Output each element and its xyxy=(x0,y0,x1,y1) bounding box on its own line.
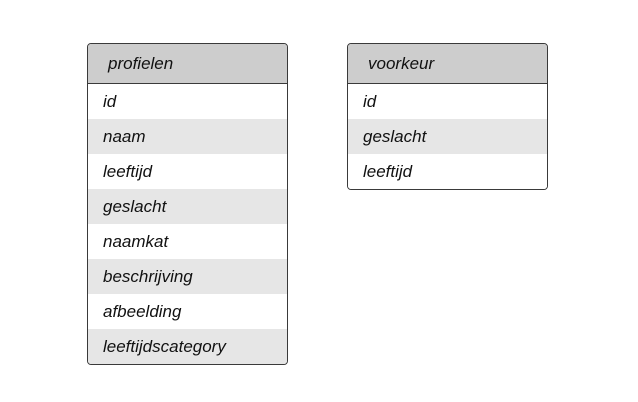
field-row: leeftijd xyxy=(88,154,287,189)
field-row: beschrijving xyxy=(88,259,287,294)
field-row: naamkat xyxy=(88,224,287,259)
field-list: id naam leeftijd geslacht naamkat beschr… xyxy=(88,84,287,364)
table-title: profielen xyxy=(88,44,287,84)
field-row: id xyxy=(88,84,287,119)
field-row: naam xyxy=(88,119,287,154)
field-row: afbeelding xyxy=(88,294,287,329)
table-title: voorkeur xyxy=(348,44,547,84)
table-voorkeur: voorkeur id geslacht leeftijd xyxy=(347,43,548,190)
field-row: geslacht xyxy=(88,189,287,224)
table-profielen: profielen id naam leeftijd geslacht naam… xyxy=(87,43,288,365)
field-list: id geslacht leeftijd xyxy=(348,84,547,189)
field-row: geslacht xyxy=(348,119,547,154)
field-row: leeftijd xyxy=(348,154,547,189)
field-row: id xyxy=(348,84,547,119)
field-row: leeftijdscategory xyxy=(88,329,287,364)
